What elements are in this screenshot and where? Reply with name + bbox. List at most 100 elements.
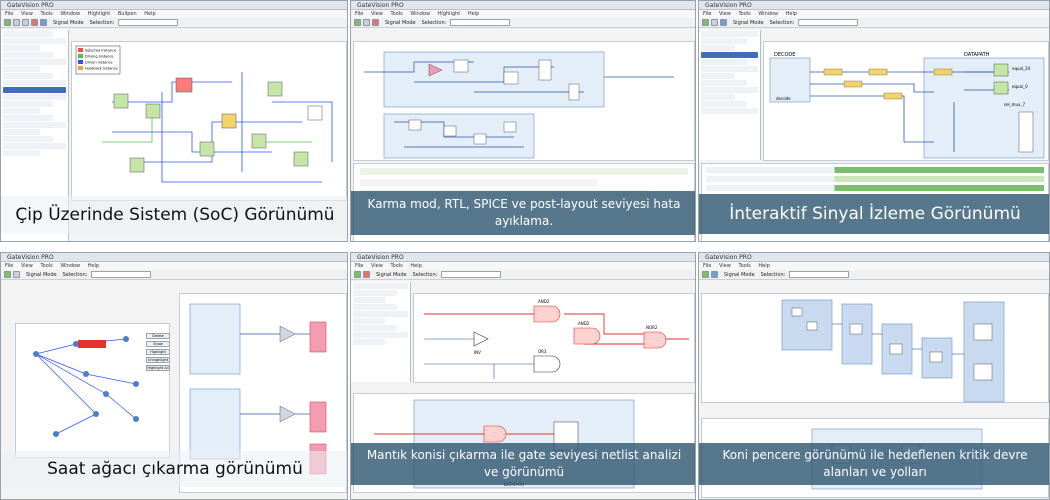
open-icon[interactable] bbox=[711, 19, 718, 26]
menu-tools[interactable]: Tools bbox=[390, 263, 403, 269]
menu-window[interactable]: Window bbox=[758, 11, 779, 17]
toolbar: Signal Mode Selection: bbox=[699, 270, 1049, 280]
menu-view[interactable]: View bbox=[370, 263, 383, 269]
signal-mode-label: Signal Mode bbox=[53, 19, 84, 26]
menu-view[interactable]: View bbox=[20, 11, 33, 17]
gate-or3: OR3 bbox=[538, 349, 547, 354]
panel-critical-path: GateVision PRO File View Tools Help Sign… bbox=[698, 252, 1050, 500]
menu-view[interactable]: View bbox=[718, 11, 731, 17]
run-icon[interactable] bbox=[354, 19, 361, 26]
menu-file[interactable]: File bbox=[5, 263, 14, 269]
menu-bullpen[interactable]: Bullpen bbox=[117, 11, 137, 17]
label-sel-mux: sel_mux_7 bbox=[1004, 102, 1025, 107]
caption-signal: İnteraktif Sinyal İzleme Görünümü bbox=[699, 194, 1049, 234]
stop-icon[interactable] bbox=[372, 19, 379, 26]
menu-file[interactable]: File bbox=[355, 263, 364, 269]
stop-icon[interactable] bbox=[31, 19, 38, 26]
legend-feedback: Feedback Instance bbox=[85, 67, 118, 71]
signal-schematic: DECODE DATAPATH decode equal_24 equal_0 … bbox=[769, 52, 1045, 159]
legend-driven: Driven Instance bbox=[85, 61, 113, 65]
signal-mode-label: Signal Mode bbox=[724, 271, 755, 278]
gate-nor2: NOR2 bbox=[646, 325, 658, 330]
soc-schematic: Selected Instance Driving Instance Drive… bbox=[75, 45, 333, 183]
schematic-canvas[interactable] bbox=[353, 41, 695, 161]
menu-bar: File View Tools Help bbox=[351, 262, 695, 270]
caption-soc: Çip Üzerinde Sistem (SoC) Görünümü bbox=[1, 196, 347, 234]
window-title: GateVision PRO bbox=[699, 1, 1049, 10]
highlight-all-button[interactable]: Highlight All bbox=[146, 365, 170, 371]
open-icon[interactable] bbox=[363, 19, 370, 26]
selection-input[interactable] bbox=[789, 271, 850, 278]
menu-highlight[interactable]: Highlight bbox=[437, 11, 461, 17]
run-icon[interactable] bbox=[4, 271, 11, 278]
menu-help[interactable]: Help bbox=[144, 11, 156, 17]
selection-label: Selection: bbox=[760, 271, 786, 278]
caption-mixed: Karma mod, RTL, SPICE ve post-layout sev… bbox=[351, 191, 695, 235]
schematic-canvas[interactable]: AND2 AND2 NOR2 OR3 INV bbox=[413, 293, 695, 383]
menu-highlight[interactable]: Highlight bbox=[87, 11, 111, 17]
selection-label: Selection: bbox=[421, 19, 447, 26]
selection-input[interactable] bbox=[118, 19, 179, 26]
run-icon[interactable] bbox=[354, 271, 361, 278]
save-icon[interactable] bbox=[22, 19, 29, 26]
menu-window[interactable]: Window bbox=[410, 11, 431, 17]
menu-view[interactable]: View bbox=[370, 11, 383, 17]
signal-mode-label: Signal Mode bbox=[733, 19, 764, 26]
selection-input[interactable] bbox=[450, 19, 511, 26]
open-icon[interactable] bbox=[13, 271, 20, 278]
menu-bar: File View Tools Window Highlight Bullpen… bbox=[1, 10, 347, 18]
menu-view[interactable]: View bbox=[718, 263, 731, 269]
clock-tree-dialog[interactable] bbox=[15, 323, 170, 458]
menu-tools[interactable]: Tools bbox=[40, 11, 53, 17]
unhighlight-button[interactable]: Unhighlight bbox=[146, 357, 170, 363]
schematic-canvas[interactable] bbox=[701, 293, 1049, 403]
menu-tools[interactable]: Tools bbox=[40, 263, 53, 269]
zoom-icon[interactable] bbox=[40, 19, 47, 26]
menu-help[interactable]: Help bbox=[467, 11, 480, 17]
selection-input[interactable] bbox=[91, 271, 152, 278]
run-icon[interactable] bbox=[702, 271, 709, 278]
menu-help[interactable]: Help bbox=[785, 11, 798, 17]
hierarchy-tree[interactable] bbox=[699, 30, 761, 160]
signal-mode-label: Signal Mode bbox=[26, 271, 57, 278]
menu-bar: File View Tools Window Help bbox=[1, 262, 347, 270]
delete-button[interactable]: Delete bbox=[146, 333, 170, 339]
caption-critical: Koni pencere görünümü ile hedeflenen kri… bbox=[699, 443, 1049, 485]
show-button[interactable]: Show bbox=[146, 341, 170, 347]
menu-tools[interactable]: Tools bbox=[738, 11, 751, 17]
menu-file[interactable]: File bbox=[703, 11, 712, 17]
stop-icon[interactable] bbox=[363, 271, 370, 278]
open-icon[interactable] bbox=[13, 19, 20, 26]
run-icon[interactable] bbox=[702, 19, 709, 26]
gate-inv: INV bbox=[474, 350, 481, 355]
window-title: GateVision PRO bbox=[1, 253, 347, 262]
menu-help[interactable]: Help bbox=[87, 263, 100, 269]
menu-file[interactable]: File bbox=[355, 11, 364, 17]
menu-file[interactable]: File bbox=[703, 263, 712, 269]
window-title: GateVision PRO bbox=[351, 1, 695, 10]
menu-tools[interactable]: Tools bbox=[738, 263, 751, 269]
window-title: GateVision PRO bbox=[1, 1, 347, 10]
hierarchy-tree[interactable] bbox=[351, 282, 411, 382]
gate-and2-a: AND2 bbox=[538, 299, 550, 304]
menu-help[interactable]: Help bbox=[758, 263, 770, 269]
selection-label: Selection: bbox=[412, 271, 438, 278]
menu-window[interactable]: Window bbox=[60, 263, 81, 269]
panel-signal-tracing: GateVision PRO File View Tools Window He… bbox=[698, 0, 1050, 242]
mixed-schematic bbox=[364, 51, 674, 159]
selection-input[interactable] bbox=[798, 19, 859, 26]
menu-window[interactable]: Window bbox=[60, 11, 81, 17]
menu-view[interactable]: View bbox=[20, 263, 33, 269]
zoom-icon[interactable] bbox=[711, 271, 718, 278]
menu-file[interactable]: File bbox=[5, 11, 14, 17]
menu-help[interactable]: Help bbox=[410, 263, 422, 269]
zoom-icon[interactable] bbox=[720, 19, 727, 26]
highlight-button[interactable]: Highlight bbox=[146, 349, 170, 355]
legend-selected: Selected Instance bbox=[85, 49, 116, 53]
run-icon[interactable] bbox=[4, 19, 11, 26]
schematic-canvas[interactable]: DECODE DATAPATH decode equal_24 equal_0 … bbox=[763, 41, 1049, 161]
schematic-canvas[interactable]: Selected Instance Driving Instance Drive… bbox=[71, 41, 347, 201]
menu-tools[interactable]: Tools bbox=[390, 11, 403, 17]
selection-input[interactable] bbox=[441, 271, 502, 278]
